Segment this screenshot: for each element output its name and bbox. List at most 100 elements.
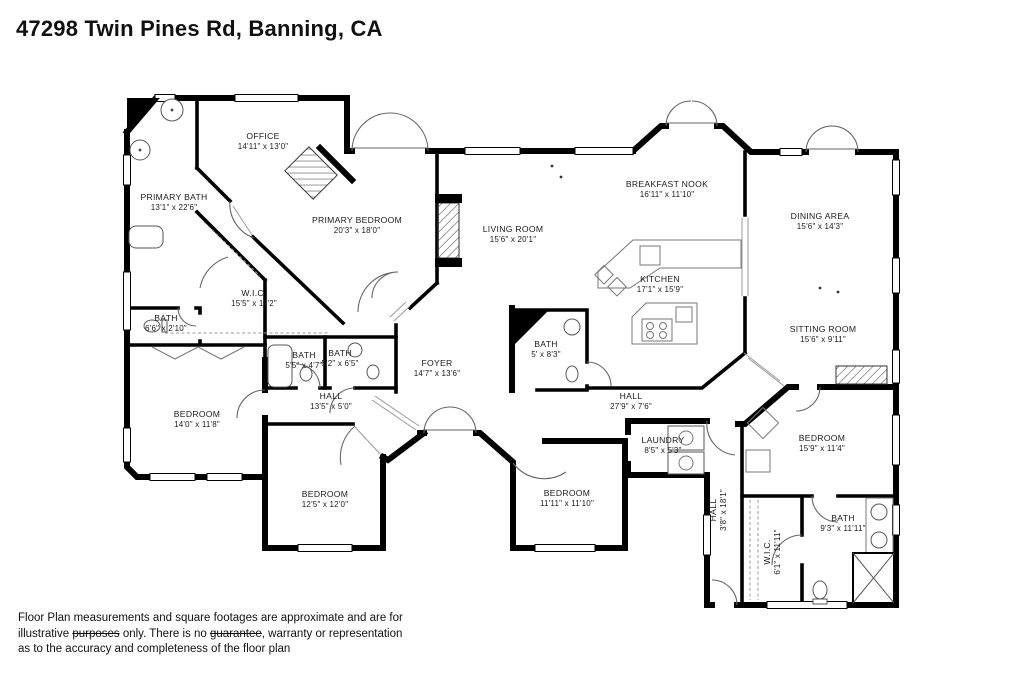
svg-text:BATH: BATH <box>292 350 315 360</box>
svg-text:5'5" x 4'7": 5'5" x 4'7" <box>285 361 322 370</box>
svg-text:BATH: BATH <box>328 348 351 358</box>
svg-text:BEDROOM: BEDROOM <box>174 409 221 419</box>
sink-icon <box>870 531 888 549</box>
svg-text:6'1" x 11'11": 6'1" x 11'11" <box>773 529 782 574</box>
svg-text:6'6" x 2'10": 6'6" x 2'10" <box>145 324 187 333</box>
shower-corner <box>512 310 549 347</box>
svg-text:3'8" x 18'1": 3'8" x 18'1" <box>719 489 728 531</box>
svg-text:PRIMARY BATH: PRIMARY BATH <box>140 192 207 202</box>
shower-corner <box>127 98 160 133</box>
svg-text:14'0" x 11'8": 14'0" x 11'8" <box>174 420 220 429</box>
disclaimer-text: Floor Plan measurements and square foota… <box>18 611 438 658</box>
svg-text:20'3" x 18'0": 20'3" x 18'0" <box>334 226 380 235</box>
sink-icon <box>870 503 888 521</box>
svg-text:15'9" x 11'4": 15'9" x 11'4" <box>799 444 845 453</box>
svg-text:BATH: BATH <box>534 339 557 349</box>
door-arcs <box>177 100 859 606</box>
svg-text:LAUNDRY: LAUNDRY <box>641 435 684 445</box>
toilet-icon <box>565 365 579 383</box>
svg-text:11'11" x 11'10": 11'11" x 11'10" <box>540 499 594 508</box>
svg-text:HALL: HALL <box>620 391 643 401</box>
svg-text:PRIMARY BEDROOM: PRIMARY BEDROOM <box>312 215 402 225</box>
svg-text:5' x 8'3": 5' x 8'3" <box>531 350 561 359</box>
svg-text:SITTING ROOM: SITTING ROOM <box>790 324 857 334</box>
stove-icon <box>641 318 673 342</box>
svg-text:BEDROOM: BEDROOM <box>799 433 846 443</box>
kitchen-island <box>631 302 698 345</box>
disclaimer-line-3: as to the accuracy and completeness of t… <box>18 643 291 656</box>
sink-icon <box>347 342 363 358</box>
svg-text:BATH: BATH <box>831 513 854 523</box>
bathtub-icon <box>267 344 293 388</box>
fixtures <box>127 98 895 605</box>
svg-text:BEDROOM: BEDROOM <box>302 489 349 499</box>
fireplace-hatches <box>284 146 888 385</box>
sink-icon <box>563 318 581 336</box>
shower-stall <box>852 552 895 604</box>
svg-text:OFFICE: OFFICE <box>246 131 279 141</box>
toilet-icon <box>812 580 828 600</box>
page-title: 47298 Twin Pines Rd, Banning, CA <box>16 16 383 41</box>
interior-walls <box>125 96 898 607</box>
svg-text:HALL: HALL <box>708 499 718 522</box>
svg-text:FOYER: FOYER <box>421 358 452 368</box>
svg-text:W.I.C.: W.I.C. <box>241 288 266 298</box>
svg-text:5'2" x 6'5": 5'2" x 6'5" <box>321 359 358 368</box>
toilet-icon <box>366 364 380 380</box>
disclaimer-line-1: Floor Plan measurements and square foota… <box>18 612 403 624</box>
svg-text:DINING AREA: DINING AREA <box>791 211 850 221</box>
svg-text:27'9" x 7'6": 27'9" x 7'6" <box>610 402 652 411</box>
svg-text:HALL: HALL <box>320 391 343 401</box>
dryer-icon <box>667 451 705 475</box>
svg-text:15'6" x 20'1": 15'6" x 20'1" <box>490 235 536 244</box>
svg-text:KITCHEN: KITCHEN <box>640 274 680 284</box>
room-label-wic: W.I.C.15'5" x 11'2" <box>231 288 277 308</box>
svg-text:14'7" x 13'6": 14'7" x 13'6" <box>414 369 460 378</box>
svg-text:15'5" x 11'2": 15'5" x 11'2" <box>231 299 277 308</box>
svg-text:17'1" x 15'9": 17'1" x 15'9" <box>637 285 683 294</box>
windows <box>123 94 900 609</box>
room-label-wic-2: W.I.C.6'1" x 11'11" <box>762 529 782 574</box>
toilet-icon <box>299 366 313 382</box>
kitchen-sink <box>639 245 661 266</box>
svg-text:BREAKFAST NOOK: BREAKFAST NOOK <box>626 179 708 189</box>
svg-text:13'1" x 22'6": 13'1" x 22'6" <box>151 203 197 212</box>
svg-text:15'6" x 9'11": 15'6" x 9'11" <box>800 335 846 344</box>
svg-text:12'5" x 12'0": 12'5" x 12'0" <box>302 500 348 509</box>
svg-text:BATH: BATH <box>154 313 177 323</box>
svg-text:15'6" x 14'3": 15'6" x 14'3" <box>797 222 843 231</box>
svg-text:LIVING ROOM: LIVING ROOM <box>483 224 544 234</box>
svg-text:9'3" x 11'11": 9'3" x 11'11" <box>820 524 865 533</box>
washer-icon <box>667 425 705 451</box>
svg-text:13'5" x 5'0": 13'5" x 5'0" <box>310 402 352 411</box>
svg-text:BEDROOM: BEDROOM <box>544 488 591 498</box>
toilet-icon <box>143 319 161 333</box>
svg-text:14'11" x 13'0": 14'11" x 13'0" <box>238 142 289 151</box>
svg-text:16'11" x 11'10": 16'11" x 11'10" <box>640 190 695 199</box>
svg-text:W.I.C.: W.I.C. <box>762 539 772 564</box>
